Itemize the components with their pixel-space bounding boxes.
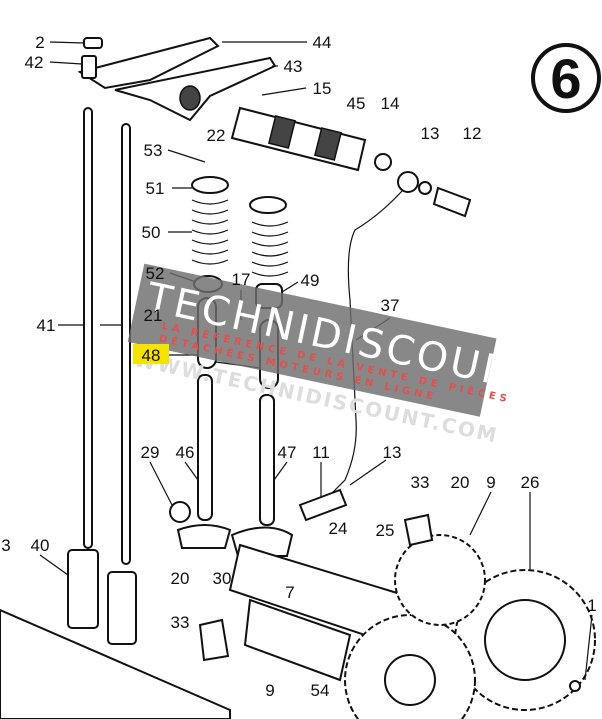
- tappets-40: [67, 549, 137, 645]
- callout: 17: [232, 270, 251, 289]
- callout: 3: [1, 536, 10, 555]
- callout: 47: [278, 443, 297, 462]
- callout: 7: [285, 583, 294, 602]
- callout-highlighted: 48: [142, 346, 161, 365]
- callout: 30: [213, 569, 232, 588]
- callout: 51: [146, 179, 165, 198]
- callout: 42: [25, 53, 44, 72]
- callout: 25: [376, 521, 395, 540]
- rocker-arm: [77, 36, 277, 122]
- rocker-shaft: [230, 106, 472, 218]
- callout: 1: [587, 596, 596, 615]
- callout: 20: [451, 473, 470, 492]
- callout: 29: [141, 443, 160, 462]
- callout: 44: [313, 33, 332, 52]
- callout-labels: 2 42 44 43 15 22 45 14 13 12 53 51 50 52…: [1, 33, 596, 700]
- callout: 33: [411, 473, 430, 492]
- callout: 15: [313, 79, 332, 98]
- callout: 52: [146, 264, 165, 283]
- callout: 20: [171, 569, 190, 588]
- callout: 24: [329, 519, 348, 538]
- callout: 9: [265, 681, 274, 700]
- callout-highlight: [133, 344, 169, 364]
- banjo-bolt: [298, 488, 348, 522]
- pushrod-41: [83, 107, 131, 565]
- callout: 43: [284, 57, 303, 76]
- camshaft: [0, 543, 422, 719]
- callout: 11: [312, 443, 330, 462]
- callout: 41: [37, 316, 56, 335]
- callout: 50: [142, 223, 161, 242]
- callout: 45: [347, 94, 366, 113]
- callout: 33: [171, 613, 190, 632]
- timing-gears: [198, 513, 596, 719]
- figure-number-badge: 6: [531, 43, 601, 113]
- callout: 14: [381, 94, 400, 113]
- callout: 12: [463, 124, 482, 143]
- oil-pipe: [319, 189, 404, 506]
- callout: 54: [311, 681, 330, 700]
- callout: 26: [521, 473, 540, 492]
- callout: 21: [144, 306, 163, 325]
- callout: 9: [486, 473, 495, 492]
- watermark: TECHNIDISCOUNT LA RÉFÉRENCE DE LA VENTE …: [127, 263, 546, 448]
- callout: 37: [381, 296, 400, 315]
- callout: 22: [207, 126, 226, 145]
- callout: 2: [35, 33, 44, 52]
- callout: 53: [144, 141, 163, 160]
- callout: 40: [31, 536, 50, 555]
- callout: 13: [421, 124, 440, 143]
- figure-number: 6: [550, 47, 581, 110]
- callout: 13: [383, 443, 402, 462]
- callout: 49: [301, 271, 320, 290]
- callout: 46: [176, 443, 195, 462]
